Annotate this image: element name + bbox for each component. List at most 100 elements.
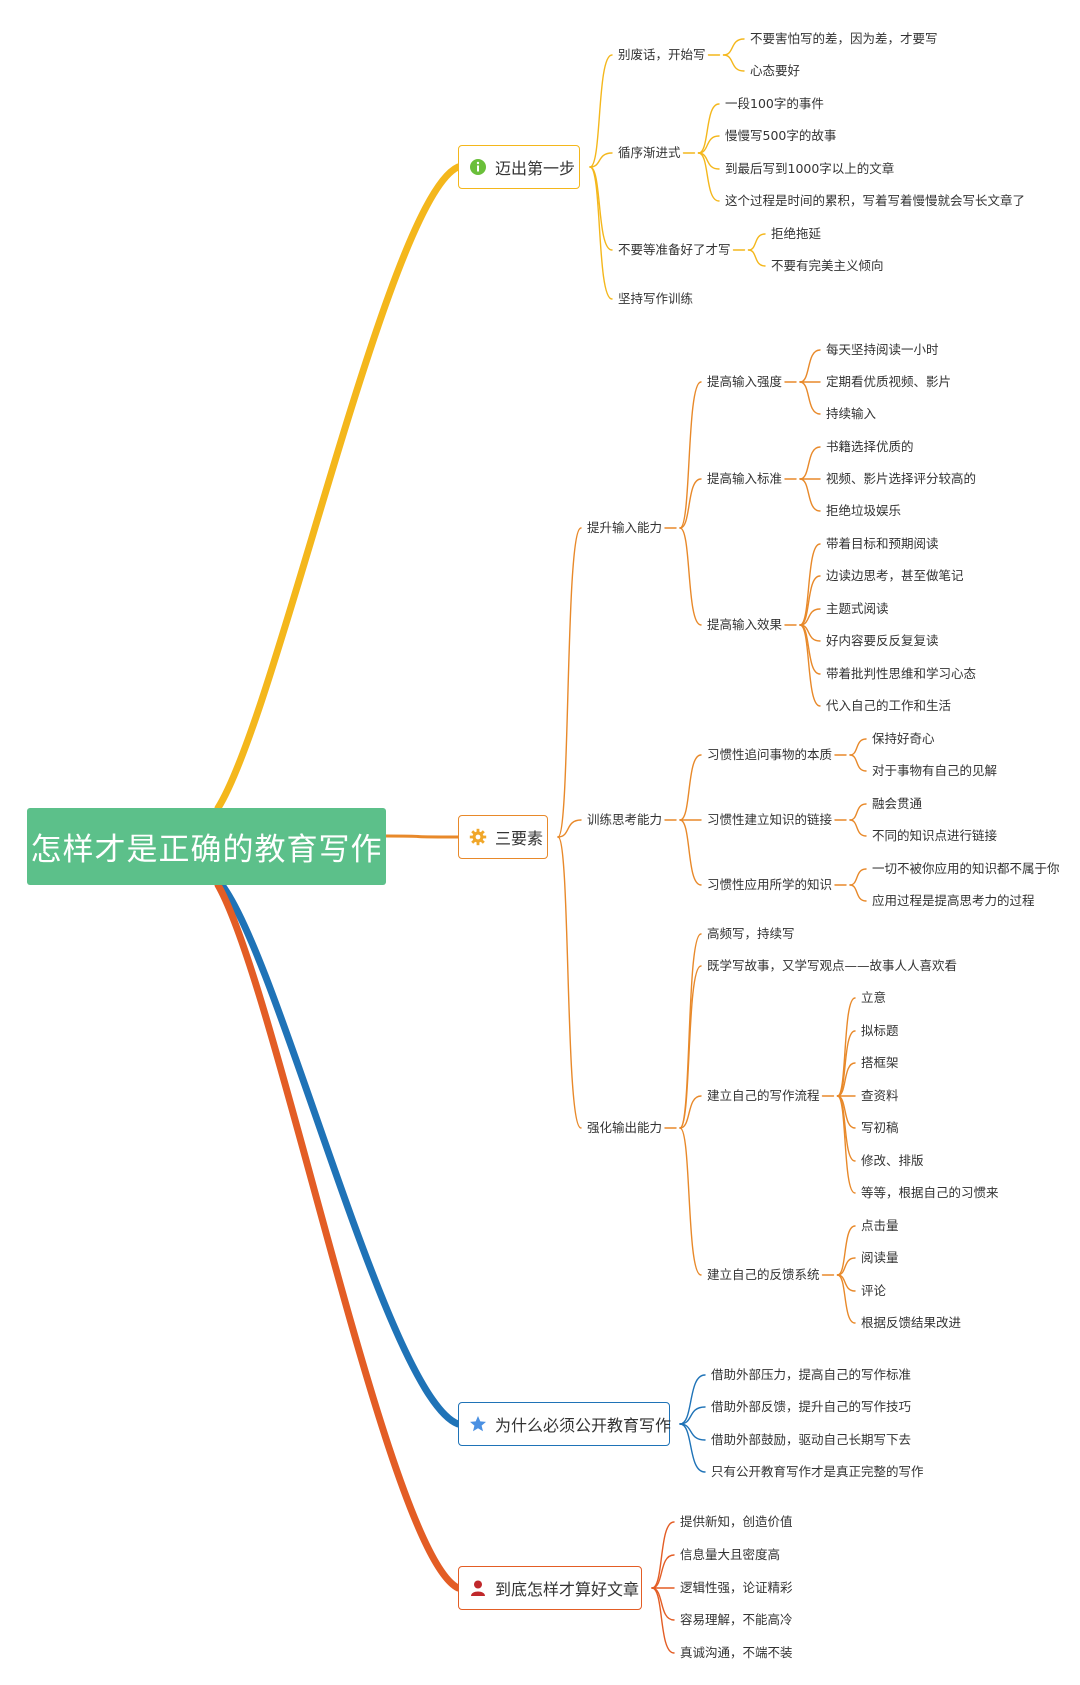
topic-sub-sub-node[interactable]: 边读边思考，甚至做笔记 — [826, 568, 964, 583]
root-to-branch-link — [384, 834, 460, 839]
topic-node[interactable]: 强化输出能力 — [587, 1120, 663, 1135]
topic-sub-sub-node[interactable]: 代入自己的工作和生活 — [826, 698, 952, 713]
topic-sub-link — [679, 381, 702, 529]
topic-sub-node[interactable]: 高频写，持续写 — [707, 926, 795, 941]
gear-icon — [469, 828, 487, 846]
branch-node[interactable]: 为什么必须公开教育写作 — [458, 1402, 671, 1446]
topic-node[interactable]: 坚持写作训练 — [618, 291, 694, 306]
topic-sub-sub-node[interactable]: 持续输入 — [826, 406, 877, 421]
topic-node[interactable]: 借助外部压力，提高自己的写作标准 — [711, 1367, 912, 1382]
topic-sub-sub-node[interactable]: 拟标题 — [861, 1023, 899, 1038]
topic-sub-sub-node[interactable]: 写初稿 — [861, 1120, 899, 1135]
topic-node[interactable]: 训练思考能力 — [587, 812, 663, 827]
topic-node[interactable]: 逻辑性强，论证精彩 — [680, 1580, 793, 1595]
topic-sub-sub-node[interactable]: 不同的知识点进行链接 — [872, 828, 998, 843]
topic-sub-sub-node[interactable]: 视频、影片选择评分较高的 — [826, 471, 977, 486]
topic-link — [651, 1521, 675, 1589]
topic-sub-sub-link — [799, 349, 821, 383]
topic-sub-node[interactable]: 心态要好 — [750, 63, 801, 78]
topic-node[interactable]: 提升输入能力 — [587, 520, 663, 535]
topic-node[interactable]: 只有公开教育写作才是真正完整的写作 — [711, 1464, 924, 1479]
topic-link — [589, 166, 613, 251]
topic-link — [589, 152, 613, 168]
topic-sub-node[interactable]: 一段100字的事件 — [725, 96, 824, 111]
topic-sub-sub-node[interactable]: 带着批判性思维和学习心态 — [826, 666, 977, 681]
topic-sub-sub-link — [849, 884, 867, 902]
topic-sub-sub-node[interactable]: 修改、排版 — [861, 1153, 924, 1168]
topic-link — [557, 836, 582, 1129]
topic-node[interactable]: 别废话，开始写 — [618, 47, 706, 62]
topic-sub-sub-link — [849, 738, 867, 756]
topic-sub-node[interactable]: 提高输入强度 — [707, 374, 783, 389]
topic-sub-node[interactable]: 不要害怕写的差，因为差，才要写 — [750, 31, 938, 46]
topic-sub-sub-node[interactable]: 根据反馈结果改进 — [861, 1315, 962, 1330]
topic-node[interactable]: 循序渐进式 — [618, 145, 681, 160]
topic-sub-sub-node[interactable]: 一切不被你应用的知识都不属于你 — [872, 861, 1060, 876]
topic-sub-node[interactable]: 这个过程是时间的累积，写着写着慢慢就会写长文章了 — [725, 193, 1026, 208]
topic-node[interactable]: 借助外部鼓励，驱动自己长期写下去 — [711, 1432, 912, 1447]
root-label: 怎样才是正确的教育写作 — [30, 832, 383, 868]
topic-node[interactable]: 容易理解，不能高冷 — [680, 1612, 793, 1627]
topic-sub-sub-link — [836, 1274, 856, 1324]
topic-sub-sub-node[interactable]: 点击量 — [861, 1218, 899, 1233]
topic-node[interactable]: 借助外部反馈，提升自己的写作技巧 — [711, 1399, 912, 1414]
topic-sub-sub-node[interactable]: 定期看优质视频、影片 — [826, 374, 952, 389]
topic-node[interactable]: 信息量大且密度高 — [680, 1547, 781, 1562]
topic-sub-link — [679, 1095, 702, 1129]
topic-sub-sub-link — [799, 624, 821, 707]
topic-sub-sub-link — [836, 1095, 856, 1194]
topic-sub-node[interactable]: 提高输入标准 — [707, 471, 783, 486]
topic-sub-node[interactable]: 建立自己的反馈系统 — [707, 1267, 820, 1282]
topic-sub-sub-link — [849, 754, 867, 772]
topic-sub-link — [697, 135, 720, 154]
branch-label: 迈出第一步 — [495, 159, 576, 178]
topic-sub-node[interactable]: 习惯性建立知识的链接 — [707, 812, 833, 827]
topic-sub-node[interactable]: 慢慢写500字的故事 — [725, 128, 837, 143]
topic-sub-link — [679, 527, 702, 626]
topic-sub-link — [747, 249, 766, 267]
topic-sub-node[interactable]: 建立自己的写作流程 — [707, 1088, 820, 1103]
topic-sub-link — [679, 478, 702, 529]
topic-sub-node[interactable]: 到最后写到1000字以上的文章 — [725, 161, 895, 176]
topic-sub-sub-link — [799, 446, 821, 480]
topic-sub-sub-node[interactable]: 带着目标和预期阅读 — [826, 536, 939, 551]
topic-sub-node[interactable]: 习惯性应用所学的知识 — [707, 877, 833, 892]
topic-sub-node[interactable]: 拒绝拖延 — [771, 226, 822, 241]
topic-sub-sub-node[interactable]: 拒绝垃圾娱乐 — [826, 503, 902, 518]
topic-sub-sub-link — [836, 1225, 856, 1276]
topic-node[interactable]: 不要等准备好了才写 — [618, 242, 731, 257]
topic-sub-node[interactable]: 不要有完美主义倾向 — [771, 258, 884, 273]
root-node[interactable]: 怎样才是正确的教育写作 — [27, 808, 386, 885]
topic-sub-node[interactable]: 提高输入效果 — [707, 617, 783, 632]
branch-node[interactable]: 到底怎样才算好文章 — [458, 1566, 642, 1610]
topic-link — [557, 819, 582, 838]
topic-sub-sub-link — [799, 624, 821, 675]
topic-sub-sub-node[interactable]: 阅读量 — [861, 1250, 899, 1265]
topic-sub-sub-node[interactable]: 书籍选择优质的 — [826, 439, 914, 454]
topic-sub-sub-node[interactable]: 每天坚持阅读一小时 — [826, 342, 939, 357]
topic-sub-sub-node[interactable]: 评论 — [861, 1283, 887, 1298]
topic-sub-sub-node[interactable]: 主题式阅读 — [826, 601, 889, 616]
topic-sub-sub-node[interactable]: 查资料 — [861, 1088, 899, 1103]
topic-sub-sub-node[interactable]: 搭框架 — [861, 1055, 899, 1070]
topic-sub-sub-node[interactable]: 对于事物有自己的见解 — [872, 763, 998, 778]
topic-sub-sub-node[interactable]: 立意 — [861, 990, 887, 1005]
topic-node[interactable]: 真诚沟通，不端不装 — [680, 1645, 793, 1660]
branch-node[interactable]: 迈出第一步 — [458, 145, 580, 189]
branch-label: 三要素 — [495, 829, 544, 848]
topic-sub-node[interactable]: 习惯性追问事物的本质 — [707, 747, 833, 762]
topic-sub-sub-link — [836, 1257, 856, 1276]
topic-link — [651, 1554, 675, 1589]
root-to-branch-link — [218, 881, 462, 1428]
branch-node[interactable]: 三要素 — [458, 815, 548, 859]
topic-sub-sub-node[interactable]: 应用过程是提高思考力的过程 — [872, 893, 1035, 908]
topic-sub-node[interactable]: 既学写故事，又学写观点——故事人人喜欢看 — [707, 958, 958, 973]
topic-sub-sub-node[interactable]: 融会贯通 — [872, 796, 923, 811]
topic-sub-sub-node[interactable]: 保持好奇心 — [872, 731, 935, 746]
topic-sub-sub-node[interactable]: 等等，根据自己的习惯来 — [861, 1185, 999, 1200]
topic-sub-sub-node[interactable]: 好内容要反反复复读 — [826, 633, 939, 648]
topic-link — [651, 1587, 675, 1621]
topic-node[interactable]: 提供新知，创造价值 — [680, 1514, 793, 1529]
topic-sub-sub-link — [849, 819, 867, 837]
